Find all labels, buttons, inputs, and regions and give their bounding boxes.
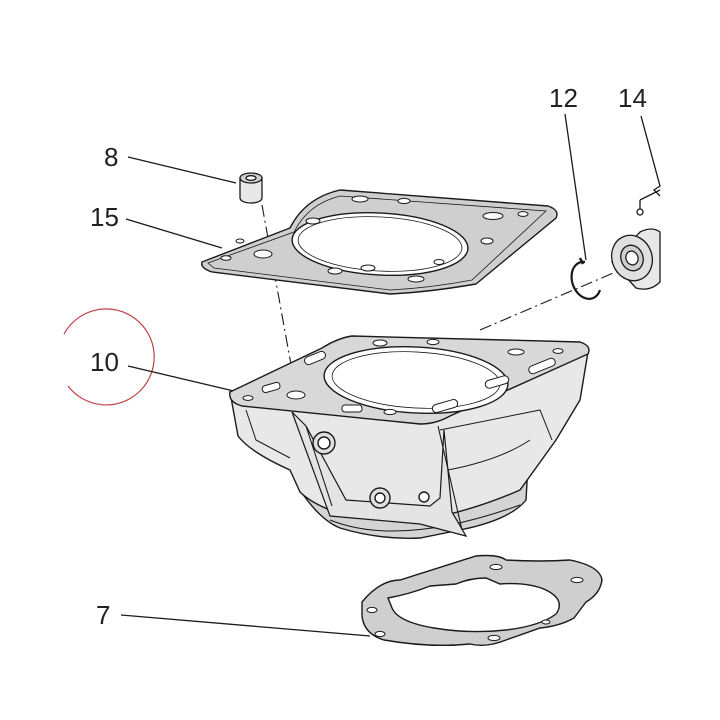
base-gasket — [361, 554, 603, 647]
leader-7 — [120, 614, 371, 637]
leader-10 — [127, 365, 239, 393]
callout-7: 7 — [96, 600, 111, 630]
leader-lines — [120, 113, 661, 637]
axis-union — [479, 264, 633, 331]
dowel-pin — [239, 172, 263, 204]
callout-10: 10 — [90, 347, 119, 377]
callout-15: 15 — [90, 202, 119, 232]
circlip — [570, 257, 602, 300]
callout-12: 12 — [549, 83, 578, 113]
leader-12 — [564, 113, 587, 261]
leader-15 — [125, 218, 223, 249]
leader-14 — [640, 115, 661, 197]
leader-8 — [127, 156, 237, 184]
callout-8: 8 — [104, 142, 119, 172]
union-fitting — [610, 189, 661, 290]
callout-14: 14 — [618, 83, 647, 113]
highlight-circle — [63, 308, 155, 406]
cylinder — [229, 335, 590, 539]
head-gasket — [201, 189, 558, 295]
